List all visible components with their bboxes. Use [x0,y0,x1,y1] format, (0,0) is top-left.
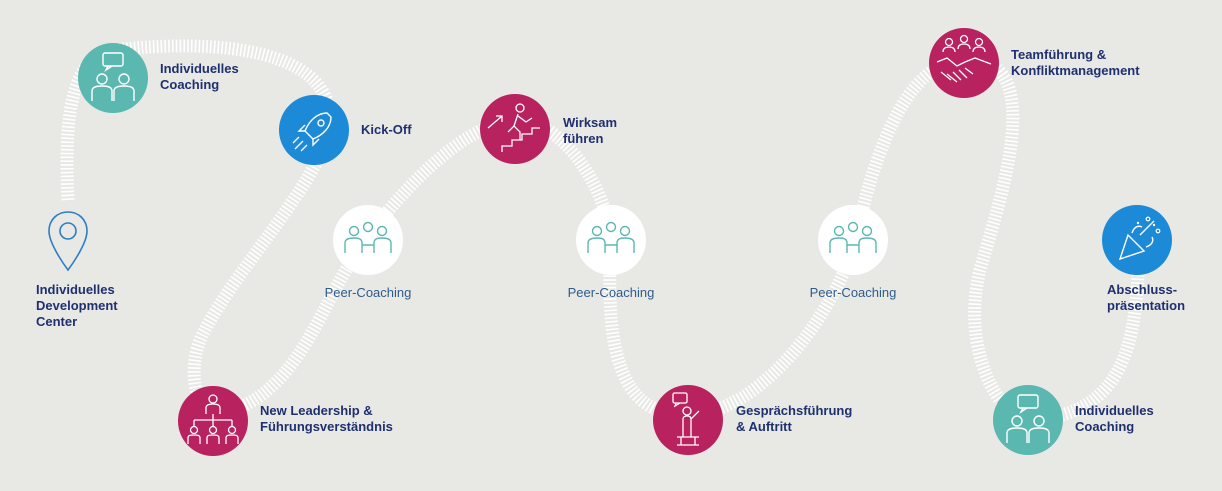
coaching-icon [78,43,148,113]
peer-coaching-label-2: Peer-Coaching [567,285,655,300]
team-label: Teamführung & Konfliktmanagement [1011,47,1140,78]
location-pin-icon [48,211,88,272]
leadership-label: New Leadership & Führungsverständnis [260,403,393,434]
wirksam-label: Wirksam führen [563,115,618,146]
coaching-label-2: Individuelles Coaching [1075,403,1154,434]
peer-group-icon [576,205,646,275]
coaching-icon [993,385,1063,455]
party-popper-icon [1102,205,1172,275]
org-chart-icon [178,386,248,456]
abschluss-label: Abschluss- präsentation [1107,282,1186,313]
rocket-icon [279,95,349,165]
coaching-label-1: Individuelles Coaching [160,61,239,92]
kickoff-label: Kick-Off [361,122,412,137]
handshake-icon [929,28,999,98]
peer-group-icon [818,205,888,275]
peer-coaching-label-3: Peer-Coaching [809,285,897,300]
climbing-stairs-icon [480,94,550,164]
peer-coaching-label-1: Peer-Coaching [324,285,412,300]
speaker-podium-icon [653,385,723,455]
gespraech-label: Gesprächsführung & Auftritt [736,403,853,434]
peer-group-icon [333,205,403,275]
start-label: Individuelles Development Center [36,282,118,329]
